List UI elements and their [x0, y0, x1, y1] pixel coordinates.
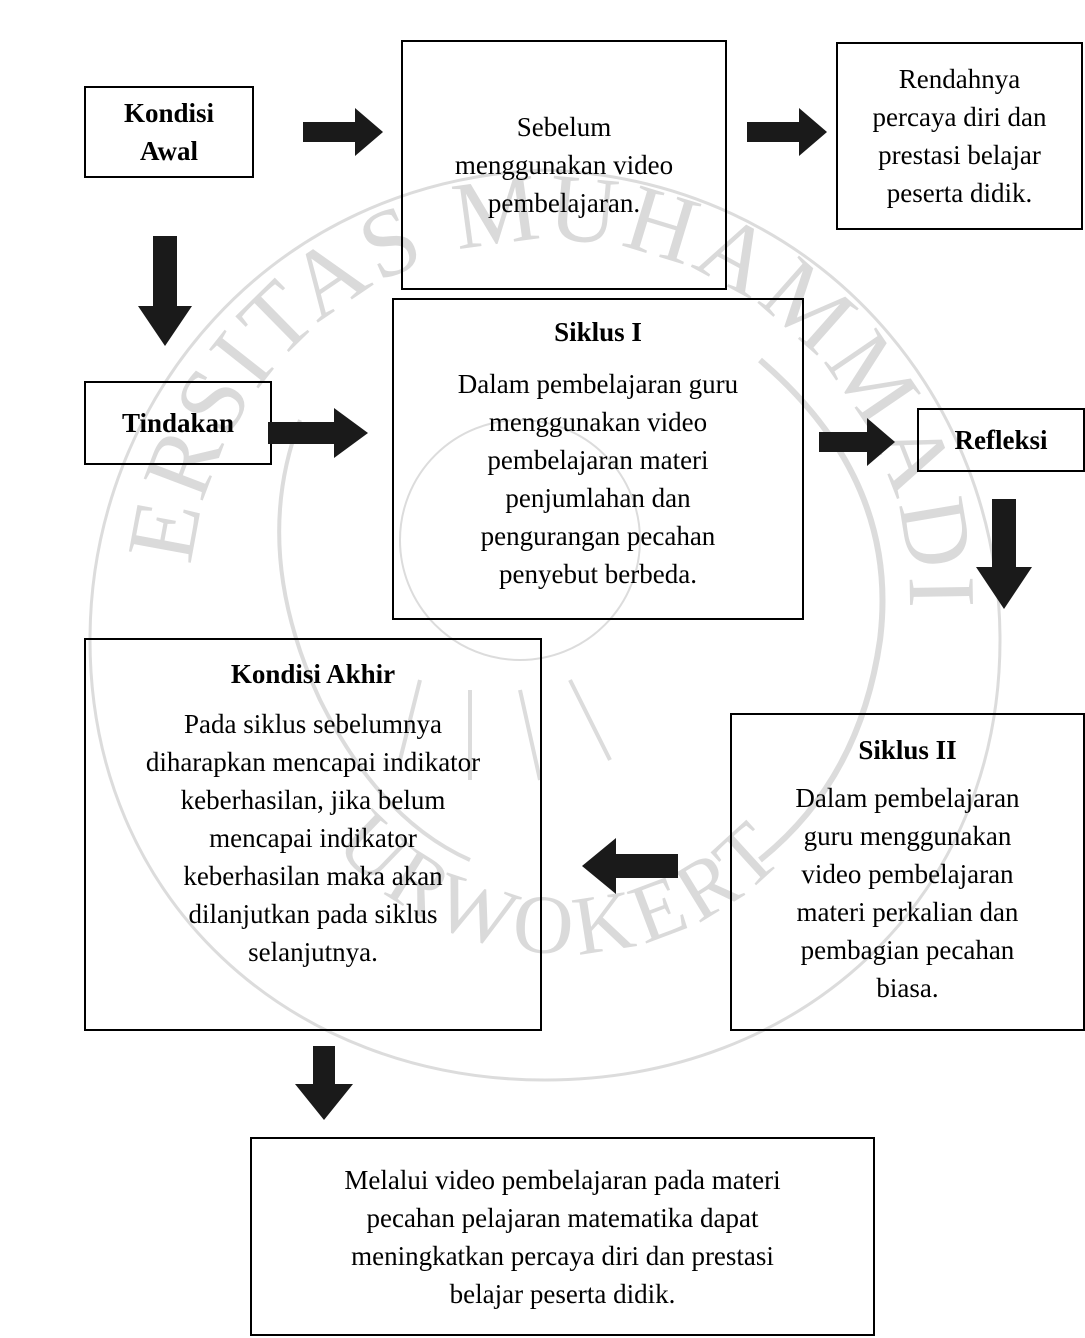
- siklus-2-box: Siklus II Dalam pembelajaran guru menggu…: [730, 713, 1085, 1031]
- kondisi-akhir-box: Kondisi Akhir Pada siklus sebelumnya dih…: [84, 638, 542, 1031]
- arrow-down-1: [138, 236, 192, 346]
- tindakan-box: Tindakan: [84, 381, 272, 465]
- arrow-right-3: [268, 408, 368, 458]
- arrow-right-1: [303, 108, 383, 156]
- refleksi-label: Refleksi: [954, 425, 1048, 455]
- siklus-1-body: Dalam pembelajaran guru menggunakan vide…: [457, 369, 739, 589]
- siklus-2-title: Siklus II: [858, 735, 957, 765]
- arrow-down-2: [976, 499, 1032, 609]
- kondisi-akhir-body: Pada siklus sebelumnya diharapkan mencap…: [145, 709, 481, 967]
- arrow-down-3: [295, 1046, 353, 1120]
- arrow-right-2: [747, 108, 827, 156]
- tindakan-label: Tindakan: [121, 408, 235, 438]
- hasil-box: Melalui video pembelajaran pada materi p…: [250, 1137, 875, 1336]
- arrow-right-4: [819, 418, 895, 466]
- siklus-1-title: Siklus I: [554, 317, 642, 347]
- arrow-left-1: [582, 838, 678, 894]
- rendahnya-label: Rendahnya percaya diri dan prestasi bela…: [872, 64, 1047, 208]
- rendahnya-box: Rendahnya percaya diri dan prestasi bela…: [836, 42, 1083, 230]
- kondisi-awal-label: Kondisi Awal: [123, 98, 215, 166]
- refleksi-box: Refleksi: [917, 408, 1085, 472]
- siklus-1-box: Siklus I Dalam pembelajaran guru menggun…: [392, 298, 804, 620]
- kondisi-akhir-title: Kondisi Akhir: [230, 659, 396, 689]
- siklus-2-body: Dalam pembelajaran guru menggunakan vide…: [795, 783, 1020, 1003]
- sebelum-label: Sebelum menggunakan video pembelajaran.: [454, 112, 674, 218]
- hasil-label: Melalui video pembelajaran pada materi p…: [344, 1164, 781, 1309]
- kondisi-awal-box: Kondisi Awal: [84, 86, 254, 178]
- sebelum-box: Sebelum menggunakan video pembelajaran.: [401, 40, 727, 290]
